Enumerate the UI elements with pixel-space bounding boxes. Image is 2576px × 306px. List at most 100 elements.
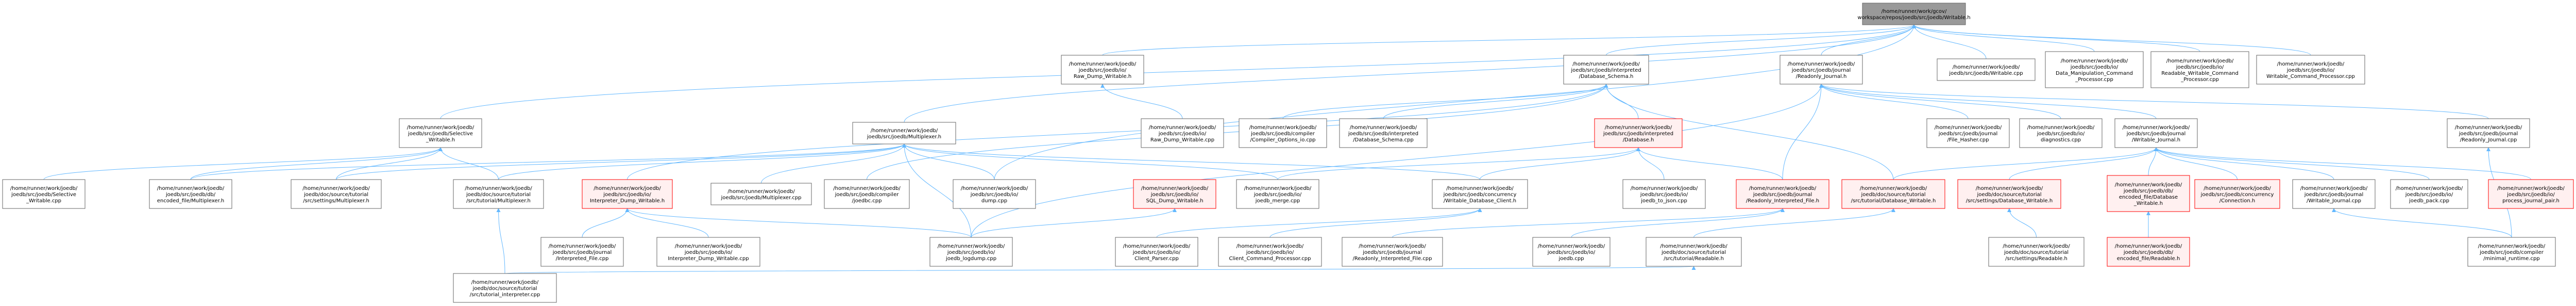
node-label-line: /minimal_runtime.cpp xyxy=(2483,256,2539,262)
edge-n_writable_journal_h-to-n_connection_h xyxy=(2154,147,2238,180)
graph-node-n_encoded_file_readable_h[interactable]: /home/runner/work/joedb/joedb/src/joedb/… xyxy=(2107,237,2190,267)
node-label-line: Data_Manipulation_Command xyxy=(2056,71,2133,76)
graph-node-n_multiplexer_cpp[interactable]: /home/runner/work/joedb/joedb/src/joedb/… xyxy=(710,183,812,205)
graph-node-n_tutorial_readable_h[interactable]: /home/runner/work/joedb/joedb/doc/source… xyxy=(1646,237,1742,267)
graph-node-n_interpreter_dump_writable_h[interactable]: /home/runner/work/joedb/joedb/src/joedb/… xyxy=(582,179,673,209)
graph-node-n_dump_cpp[interactable]: /home/runner/work/joedb/joedb/src/joedb/… xyxy=(953,179,1036,209)
node-label-line: /home/runner/work/joedb/ xyxy=(1244,186,1312,191)
node-label-line: joedb.cpp xyxy=(1558,256,1584,262)
graph-node-n_readonly_journal_h[interactable]: /home/runner/work/joedb/joedb/src/joedb/… xyxy=(1780,55,1863,85)
graph-node-n_joedb_merge[interactable]: /home/runner/work/joedb/joedb/src/joedb/… xyxy=(1236,179,1319,209)
node-label-line: joedb/src/joedb/io/ xyxy=(2506,192,2555,198)
graph-node-n_data_manip[interactable]: /home/runner/work/joedb/joedb/src/joedb/… xyxy=(2045,51,2144,88)
graph-node-n_connection_h[interactable]: /home/runner/work/joedb/joedb/src/joedb/… xyxy=(2194,179,2280,209)
graph-node-n_file_hasher[interactable]: /home/runner/work/joedb/joedb/src/joedb/… xyxy=(1926,118,2010,148)
graph-node-n_joedb_pack[interactable]: /home/runner/work/joedb/joedb/src/joedb/… xyxy=(2390,179,2468,209)
graph-node-n_writable_cpp[interactable]: /home/runner/work/joedb/joedb/src/joedb/… xyxy=(1937,58,2036,81)
graph-node-n_joedb_logdump[interactable]: /home/runner/work/joedb/joedb/src/joedb/… xyxy=(929,237,1013,267)
graph-node-n_interpreted_database_h[interactable]: /home/runner/work/joedb/joedb/src/joedb/… xyxy=(1594,118,1683,148)
graph-node-root[interactable]: /home/runner/work/gcov/workspace/repos/j… xyxy=(1857,3,1971,25)
edge-n_multiplexer_h-to-n_joedb_merge xyxy=(902,143,1278,180)
node-label-line: process_journal_pair.h xyxy=(2502,198,2560,204)
graph-node-n_writable_db_client[interactable]: /home/runner/work/joedb/joedb/src/joedb/… xyxy=(1432,179,1528,209)
graph-node-n_minimal_runtime[interactable]: /home/runner/work/joedb/joedb/src/joedb/… xyxy=(2467,237,2556,267)
graph-node-n_writable_journal_h[interactable]: /home/runner/work/joedb/joedb/src/joedb/… xyxy=(2114,118,2198,148)
graph-node-n_settings_multiplexer[interactable]: /home/runner/work/joedb/joedb/doc/source… xyxy=(291,179,382,209)
graph-node-n_writable_cmd[interactable]: /home/runner/work/joedb/joedb/src/joedb/… xyxy=(2256,55,2365,85)
node-label-line: joedb/doc/source/tutorial xyxy=(1661,250,1726,255)
node-label-line: /home/runner/work/joedb/ xyxy=(961,186,1028,191)
edge-n_selective_writable_h-to-n_settings_multiplexer xyxy=(336,147,443,180)
node-label-line: /home/runner/work/joedb/ xyxy=(1749,186,1817,191)
graph-node-n_selective_writable_cpp[interactable]: /home/runner/work/joedb/joedb/src/joedb/… xyxy=(2,179,86,209)
graph-node-n_readonly_journal_cpp[interactable]: /home/runner/work/joedb/joedb/src/joedb/… xyxy=(2447,118,2530,148)
node-label-line: /home/runner/work/joedb/ xyxy=(1069,61,1137,67)
graph-node-n_interpreter_dump_writable_cpp[interactable]: /home/runner/work/joedb/joedb/src/joedb/… xyxy=(656,237,760,267)
graph-node-n_readable_writable_cmd[interactable]: /home/runner/work/joedb/joedb/src/joedb/… xyxy=(2150,51,2249,88)
graph-node-n_compiler_options_io[interactable]: /home/runner/work/joedb/joedb/src/joedb/… xyxy=(1239,118,1327,148)
node-box xyxy=(1594,118,1683,148)
graph-node-n_diagnostics[interactable]: /home/runner/work/joedb/joedb/src/joedb/… xyxy=(2019,118,2103,148)
node-box xyxy=(1988,237,2084,267)
node-label-line: /home/runner/work/joedb/ xyxy=(2003,244,2070,249)
node-label-line: Readable_Writable_Command xyxy=(2161,71,2239,76)
node-box xyxy=(1218,237,1322,267)
edge-n_database_schema_h-to-n_compiler_options_io xyxy=(1282,84,1608,119)
node-box xyxy=(1862,3,1966,25)
edge-root-to-n_writable_cpp xyxy=(1912,24,1987,59)
node-label-line: /home/runner/work/joedb/ xyxy=(2027,125,2095,131)
node-label-line: joedb_pack.cpp xyxy=(2409,198,2449,204)
graph-node-n_readonly_interpreted_file_cpp[interactable]: /home/runner/work/joedb/joedb/src/joedb/… xyxy=(1342,237,1443,267)
node-box xyxy=(2292,179,2376,209)
node-box xyxy=(1239,118,1327,148)
graph-node-n_readonly_interpreted_file_h[interactable]: /home/runner/work/joedb/joedb/src/joedb/… xyxy=(1736,179,1829,209)
edge-root-to-n_multiplexer_h xyxy=(904,24,1916,123)
node-label-line: /Writable_Database_Client.h xyxy=(1444,198,1516,204)
node-label-line: /src/tutorial/Readable.h xyxy=(1664,256,1724,262)
edge-n_interpreted_database_h-to-n_writable_db_client xyxy=(1480,147,1640,180)
node-label-line: Interpreter_Dump_Writable.cpp xyxy=(668,256,749,262)
graph-node-n_encoded_multiplexer[interactable]: /home/runner/work/joedb/joedb/src/joedb/… xyxy=(149,179,232,209)
graph-node-n_writable_journal_cpp[interactable]: /home/runner/work/joedb/joedb/src/joedb/… xyxy=(2292,179,2376,209)
graph-node-n_joedbc[interactable]: /home/runner/work/joedb/joedb/src/joedb/… xyxy=(824,179,910,209)
graph-node-n_tutorial_database_writable[interactable]: /home/runner/work/joedb/joedb/doc/source… xyxy=(1841,179,1945,209)
graph-node-n_settings_readable_h[interactable]: /home/runner/work/joedb/joedb/doc/source… xyxy=(1988,237,2084,267)
graph-node-n_joedb_to_json[interactable]: /home/runner/work/joedb/joedb/src/joedb/… xyxy=(1622,179,1706,209)
edge-n_interpreted_database_h-to-n_joedb_to_json xyxy=(1636,147,1665,180)
graph-node-n_database_schema_h[interactable]: /home/runner/work/joedb/joedb/src/joedb/… xyxy=(1563,55,1649,85)
graph-node-n_interpreted_file_cpp[interactable]: /home/runner/work/joedb/joedb/src/joedb/… xyxy=(540,237,624,267)
graph-node-n_tutorial_multiplexer[interactable]: /home/runner/work/joedb/joedb/doc/source… xyxy=(453,179,544,209)
edge-n_multiplexer_h-to-n_joedb_logdump xyxy=(902,143,972,238)
node-label-line: joedb/src/joedb/io/ xyxy=(1640,192,1688,198)
graph-node-n_client_parser[interactable]: /home/runner/work/joedb/joedb/src/joedb/… xyxy=(1115,237,1198,267)
graph-node-n_selective_writable_h[interactable]: /home/runner/work/joedb/joedb/src/joedb/… xyxy=(399,118,482,148)
graph-node-n_tutorial_interpreter[interactable]: /home/runner/work/joedb/joedb/doc/source… xyxy=(453,273,557,303)
graph-node-n_process_journal_pair[interactable]: /home/runner/work/joedb/joedb/src/joedb/… xyxy=(2488,179,2574,209)
node-label-line: joedb/doc/source/tutorial xyxy=(2004,250,2069,255)
node-label-line: Raw_Dump_Writable.cpp xyxy=(1150,137,1214,143)
node-box xyxy=(1841,179,1945,209)
node-label-line: joedb/src/joedb/concurrency xyxy=(2200,192,2274,198)
node-box xyxy=(1141,118,1224,148)
node-label-line: joedb/src/joedb/compiler xyxy=(2479,250,2544,255)
graph-node-n_encoded_file_database_writable[interactable]: /home/runner/work/joedb/joedb/src/joedb/… xyxy=(2107,175,2190,212)
graph-node-n_settings_database_writable[interactable]: /home/runner/work/joedb/joedb/doc/source… xyxy=(1957,179,2061,209)
graph-node-n_raw_dump_writable_h[interactable]: /home/runner/work/joedb/joedb/src/joedb/… xyxy=(1061,55,1144,85)
node-label-line: /home/runner/work/joedb/ xyxy=(938,244,1005,249)
node-box xyxy=(710,183,812,205)
graph-node-n_sql_dump_writable_h[interactable]: /home/runner/work/joedb/joedb/src/joedb/… xyxy=(1133,179,1216,209)
graph-node-n_database_schema_cpp[interactable]: /home/runner/work/joedb/joedb/src/joedb/… xyxy=(1339,118,1428,148)
node-label-line: joedb/src/joedb/journal xyxy=(2459,131,2518,137)
graph-node-n_joedb_cpp[interactable]: /home/runner/work/joedb/joedb/src/joedb/… xyxy=(1532,237,1611,267)
graph-node-n_raw_dump_writable_cpp[interactable]: /home/runner/work/joedb/joedb/src/joedb/… xyxy=(1141,118,1224,148)
node-label-line: /home/runner/work/joedb/ xyxy=(2204,186,2271,191)
node-label-line: joedb/src/joedb/io/ xyxy=(1158,131,1207,137)
node-label-line: /home/runner/work/joedb/ xyxy=(302,186,370,191)
node-label-line: joedb/src/joedb/compiler xyxy=(1250,131,1315,137)
graph-node-n_multiplexer_h[interactable]: /home/runner/work/joedb/joedb/src/joedb/… xyxy=(852,122,956,144)
node-label-line: joedb/src/joedb/journal xyxy=(1938,131,1998,137)
node-box xyxy=(2019,118,2103,148)
edge-n_writable_db_client-to-n_client_parser xyxy=(1156,208,1482,238)
node-label-line: /home/runner/work/joedb/ xyxy=(1660,244,1727,249)
graph-node-n_client_command_processor[interactable]: /home/runner/work/joedb/joedb/src/joedb/… xyxy=(1218,237,1322,267)
